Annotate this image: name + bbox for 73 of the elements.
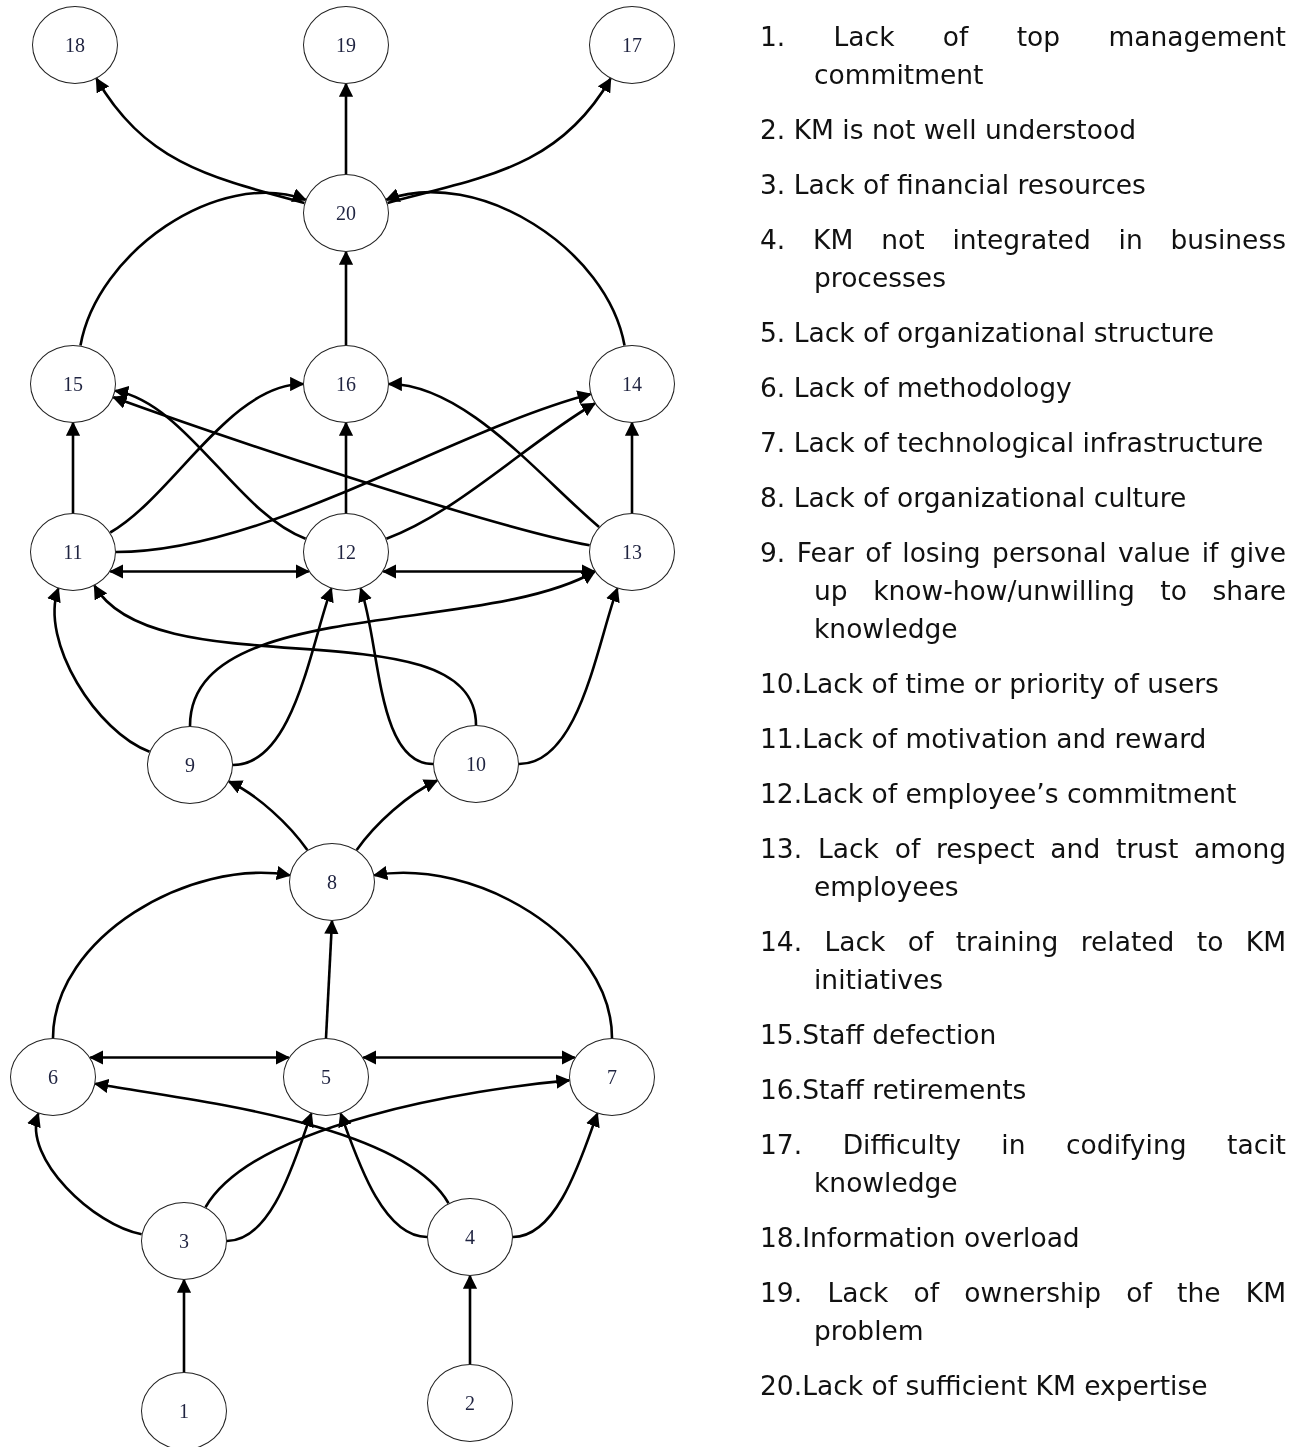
arrow xyxy=(338,82,354,174)
arrow xyxy=(79,189,307,346)
list-item: 9. Fear of losing personal value if give up know-how/unwilling to share knowledge xyxy=(760,536,1286,646)
arrow xyxy=(232,587,334,767)
numbered-circle: 10 xyxy=(433,725,519,803)
list-item: 7. Lack of technological infrastructure xyxy=(760,426,1265,460)
numbered-circle: 12 xyxy=(303,513,389,591)
list-item: 10.Lack of time or priority of users xyxy=(760,667,1220,701)
numbered-circle: 7 xyxy=(569,1038,655,1116)
arrow xyxy=(48,587,151,753)
arrow xyxy=(361,1050,577,1065)
arrow xyxy=(188,570,597,727)
numbered-circle: 17 xyxy=(589,6,675,84)
list-item: 16.Staff retirements xyxy=(760,1073,1028,1107)
arrow xyxy=(95,77,305,205)
arrow xyxy=(204,1074,571,1209)
arrow xyxy=(338,421,354,513)
numbered-circle: 20 xyxy=(303,174,389,252)
numbered-circle: 3 xyxy=(141,1202,227,1280)
arrow xyxy=(93,1078,450,1205)
list-item: 19. Lack of ownership of the KM problem xyxy=(760,1276,1286,1348)
arrow xyxy=(624,421,640,513)
arrow xyxy=(512,1112,600,1239)
arrow xyxy=(357,587,434,766)
numbered-circle: 16 xyxy=(303,345,389,423)
arrow xyxy=(355,779,439,851)
arrow xyxy=(227,780,309,851)
numbered-circle: 2 xyxy=(427,1364,513,1442)
arrow xyxy=(93,584,478,726)
list-item: 17. Difficulty in codifying tacit knowledge xyxy=(760,1128,1286,1200)
arrow xyxy=(65,421,81,513)
list-item: 13. Lack of respect and trust among employees xyxy=(760,832,1286,904)
list-item: 14. Lack of training related to KM initiatives xyxy=(760,925,1286,997)
list-item: 4. KM not integrated in business processes xyxy=(760,223,1286,295)
list-item: 8. Lack of organizational culture xyxy=(760,481,1188,515)
arrow xyxy=(372,866,614,1039)
numbered-circle: 11 xyxy=(30,513,116,591)
list-item: 12.Lack of employee’s commitment xyxy=(760,777,1238,811)
arrow xyxy=(176,1278,192,1372)
arrow xyxy=(28,1112,142,1236)
numbered-circle: 14 xyxy=(589,345,675,423)
numbered-circle: 4 xyxy=(427,1198,513,1276)
list-item: 15.Staff defection xyxy=(760,1018,998,1052)
numbered-circle: 6 xyxy=(10,1038,96,1116)
arrow xyxy=(226,1112,314,1243)
arrow xyxy=(387,378,600,528)
arrow xyxy=(338,250,354,345)
arrow xyxy=(108,564,311,579)
arrow xyxy=(387,77,612,205)
numbered-circle: 8 xyxy=(289,843,375,921)
arrow xyxy=(51,866,292,1039)
arrow xyxy=(385,402,596,540)
arrow xyxy=(324,919,339,1039)
list-item: 18.Information overload xyxy=(760,1221,1081,1255)
list-item: 5. Lack of organizational structure xyxy=(760,316,1216,350)
arrow xyxy=(462,1274,478,1364)
arrow xyxy=(518,587,620,766)
numbered-circle: 1 xyxy=(141,1372,227,1447)
numbered-circle: 18 xyxy=(32,6,118,84)
arrow xyxy=(385,189,626,346)
numbered-circle: 19 xyxy=(303,6,389,84)
list-item: 11.Lack of motivation and reward xyxy=(760,722,1208,756)
list-item: 3. Lack of financial resources xyxy=(760,168,1147,202)
numbered-circle: 9 xyxy=(147,726,233,804)
list-item: 1. Lack of top management commitment xyxy=(760,20,1286,92)
numbered-circle: 5 xyxy=(283,1038,369,1116)
numbered-circle: 13 xyxy=(589,513,675,591)
list-item: 20.Lack of sufficient KM expertise xyxy=(760,1369,1209,1403)
arrow xyxy=(88,1050,291,1065)
list-item: 2. KM is not well understood xyxy=(760,113,1137,147)
arrow xyxy=(338,1112,428,1239)
list-item: 6. Lack of methodology xyxy=(760,371,1073,405)
numbered-circle: 15 xyxy=(30,345,116,423)
